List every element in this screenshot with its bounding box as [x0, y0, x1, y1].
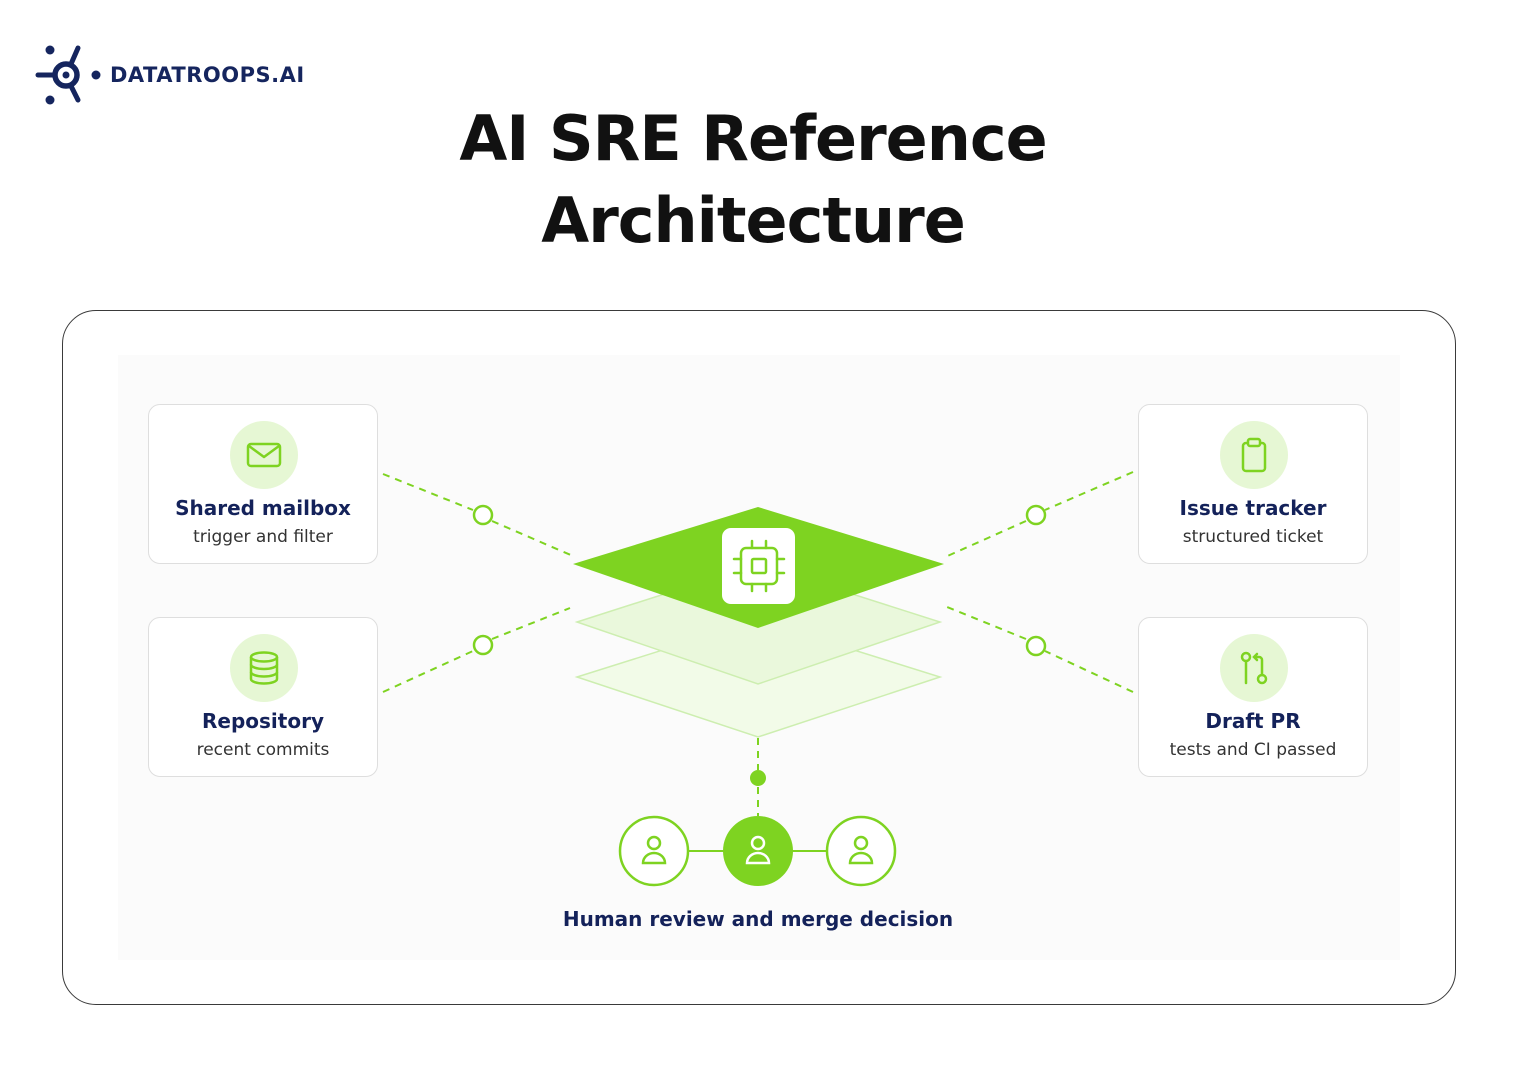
user-icon [641, 835, 667, 865]
review-caption: Human review and merge decision [562, 907, 954, 931]
link-repo-core-b [491, 607, 571, 640]
git-pull-request-icon [1240, 651, 1268, 685]
connector-node [472, 504, 494, 526]
link-core-pr-b [946, 606, 1027, 640]
datatroops-logo-icon [35, 45, 101, 105]
connector-node [472, 634, 494, 656]
connector-node [1025, 635, 1047, 657]
card-shared-mailbox: Shared mailbox trigger and filter [148, 404, 378, 564]
card-repository: Repository recent commits [148, 617, 378, 777]
user-icon [745, 835, 771, 865]
brand-logo: DATATROOPS.AI [30, 42, 305, 108]
card-title: Issue tracker [1179, 496, 1327, 520]
card-subtitle: trigger and filter [193, 527, 333, 547]
connector-node [1025, 504, 1047, 526]
card-issue-tracker: Issue tracker structured ticket [1138, 404, 1368, 564]
brand-name: DATATROOPS.AI [110, 63, 305, 87]
card-subtitle: tests and CI passed [1169, 740, 1337, 760]
page-title: AI SRE Reference Architecture [0, 98, 1506, 262]
link-mailbox-core-a [382, 473, 474, 511]
user-icon [848, 835, 874, 865]
link-repo-core-a [382, 650, 474, 693]
page-title-line-2: Architecture [541, 184, 966, 257]
page-title-line-1: AI SRE Reference [459, 102, 1047, 175]
database-icon [249, 651, 279, 685]
link-mailbox-core-b [491, 520, 574, 557]
cpu-chip-icon [732, 539, 786, 593]
card-title: Repository [202, 709, 324, 733]
mail-icon [246, 442, 282, 468]
link-core-tracker-b [942, 520, 1027, 559]
core-chip-tile [722, 528, 795, 604]
link-core-pr-a [1044, 650, 1134, 693]
link-core-tracker-a [1044, 471, 1134, 511]
clipboard-icon [1241, 437, 1267, 473]
reviewer-node-left [618, 815, 690, 887]
card-title: Draft PR [1205, 709, 1301, 733]
reviewer-node-center [723, 816, 793, 886]
card-draft-pr: Draft PR tests and CI passed [1138, 617, 1368, 777]
connector-node-filled [750, 770, 766, 786]
card-title: Shared mailbox [175, 496, 351, 520]
reviewer-node-right [825, 815, 897, 887]
card-subtitle: structured ticket [1182, 527, 1324, 547]
card-subtitle: recent commits [196, 740, 330, 760]
